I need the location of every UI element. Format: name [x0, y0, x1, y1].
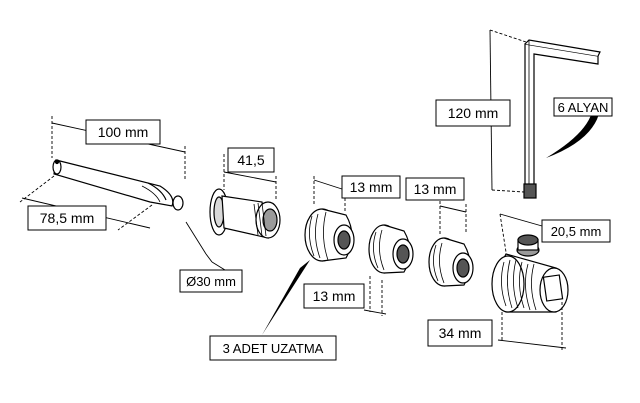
svg-text:78,5 mm: 78,5 mm: [40, 210, 94, 226]
extension-part-3: [428, 237, 474, 287]
svg-text:3 ADET UZATMA: 3 ADET UZATMA: [223, 341, 324, 356]
dim-line-13-bottom: [363, 276, 387, 316]
label-20-5: 20,5 mm: [541, 219, 611, 243]
label-13-bottom: 13 mm: [303, 283, 365, 309]
label-hex-key: 6 ALYAN: [553, 97, 613, 117]
dim-line-41-5: [223, 154, 277, 200]
pin-part: [52, 159, 184, 211]
svg-text:120 mm: 120 mm: [448, 105, 499, 121]
dim-line-diameter: [185, 221, 226, 271]
svg-text:20,5 mm: 20,5 mm: [551, 224, 602, 239]
extension-part-2: [368, 224, 414, 274]
label-120: 120 mm: [435, 99, 511, 127]
svg-text:13 mm: 13 mm: [414, 181, 457, 197]
svg-text:100 mm: 100 mm: [98, 124, 149, 140]
dim-line-34: [497, 302, 567, 350]
svg-text:41,5: 41,5: [237, 152, 264, 168]
label-extension-note: 3 ADET UZATMA: [209, 335, 337, 361]
hex-key-part: [523, 39, 601, 199]
dim-line-13-top-a: [313, 176, 346, 212]
cam-nut-part: [491, 234, 569, 313]
dim-line-13-top-b: [439, 196, 467, 234]
svg-text:13 mm: 13 mm: [350, 179, 393, 195]
extension-note-leader: [262, 260, 310, 335]
label-diameter: Ø30 mm: [179, 269, 243, 293]
label-13-top-a: 13 mm: [341, 175, 401, 199]
label-13-top-b: 13 mm: [405, 177, 465, 201]
extension-part-1: [304, 208, 355, 262]
svg-text:Ø30 mm: Ø30 mm: [186, 274, 236, 289]
hex-key-leader: [546, 110, 600, 158]
label-41-5: 41,5: [227, 147, 275, 173]
flange-bushing-part: [209, 188, 281, 239]
dim-line-20-5: [499, 213, 543, 253]
label-78-5: 78,5 mm: [27, 205, 107, 231]
svg-text:13 mm: 13 mm: [313, 288, 356, 304]
svg-text:34 mm: 34 mm: [439, 325, 482, 341]
label-100: 100 mm: [85, 119, 161, 145]
label-34: 34 mm: [427, 319, 493, 347]
svg-text:6 ALYAN: 6 ALYAN: [558, 100, 609, 115]
